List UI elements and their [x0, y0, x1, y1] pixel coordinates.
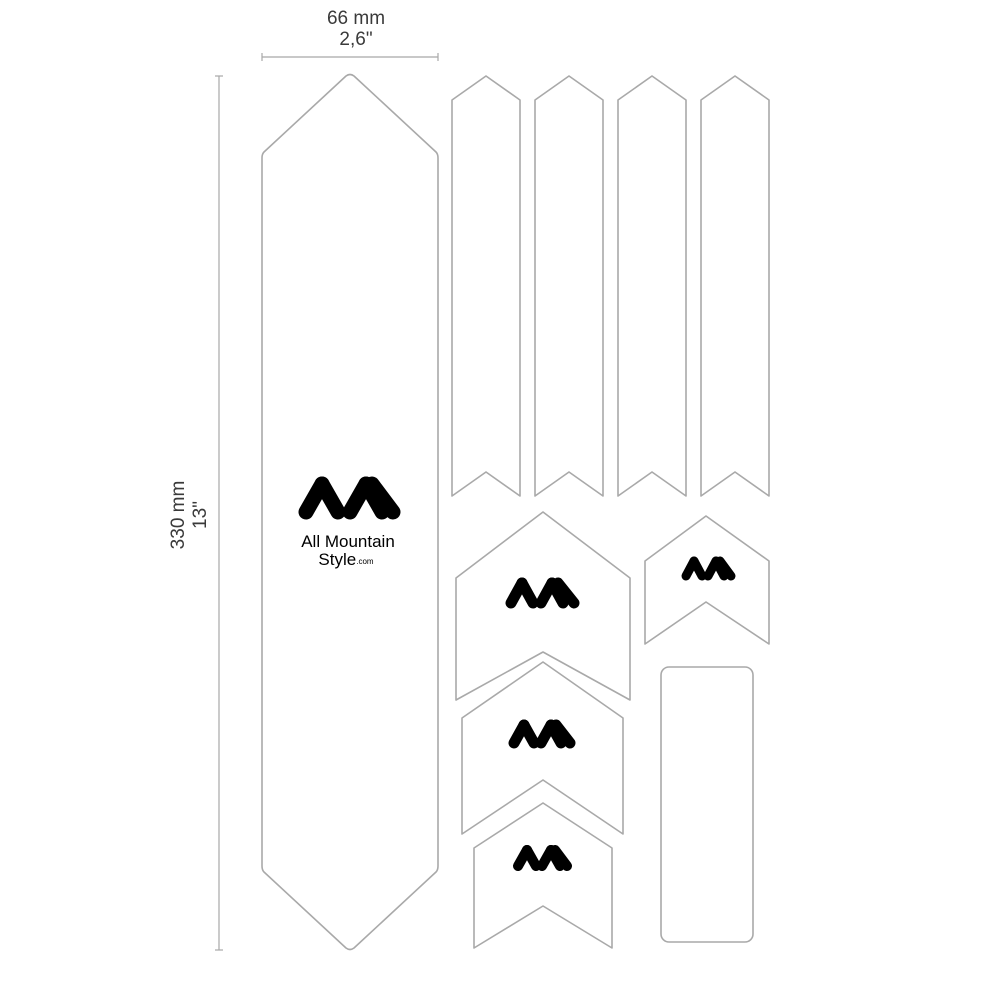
- width-dimension-metric: 66 mm: [327, 8, 385, 29]
- height-dimension-metric: 330 mm: [168, 481, 189, 550]
- logo-bar-2: [689, 556, 707, 581]
- logo-bar-2: [522, 845, 541, 871]
- height-dimension-imperial: 13": [190, 501, 211, 529]
- logo-bar-5: [715, 556, 736, 581]
- logo-bar-5: [550, 845, 572, 871]
- brand-name-line1: All Mountain: [301, 532, 395, 551]
- logo-bar-5: [552, 577, 580, 609]
- width-dimension-imperial: 2,6": [339, 29, 372, 50]
- medium-chevron-logo: [508, 719, 576, 749]
- main-logo-mark: [298, 476, 401, 520]
- logo-bar-5: [550, 719, 576, 749]
- brand-name-line2: Style.com: [318, 550, 373, 569]
- logo-bar-2: [516, 577, 539, 609]
- logo-bar-5: [364, 476, 401, 520]
- strip-guard-3: [617, 75, 687, 497]
- logo-bar-2: [518, 719, 540, 749]
- strip-guard-2: [534, 75, 604, 497]
- bottom-chevron-guard: [473, 802, 613, 949]
- logo-bar-2: [314, 476, 346, 520]
- rectangle-guard: [660, 666, 754, 943]
- brand-domain-suffix: .com: [356, 557, 374, 566]
- width-dimension: 66 mm 2,6": [261, 8, 439, 61]
- small-chevron-logo: [681, 556, 736, 581]
- strip-guard-1: [451, 75, 521, 497]
- brand-name-style: Style: [318, 550, 356, 569]
- large-chevron-logo: [505, 577, 580, 609]
- height-dimension: 330 mm 13": [168, 75, 223, 951]
- strip-guard-4: [700, 75, 770, 497]
- main-brand-logo: All Mountain Style.com: [298, 476, 401, 569]
- bottom-chevron-logo: [513, 845, 572, 871]
